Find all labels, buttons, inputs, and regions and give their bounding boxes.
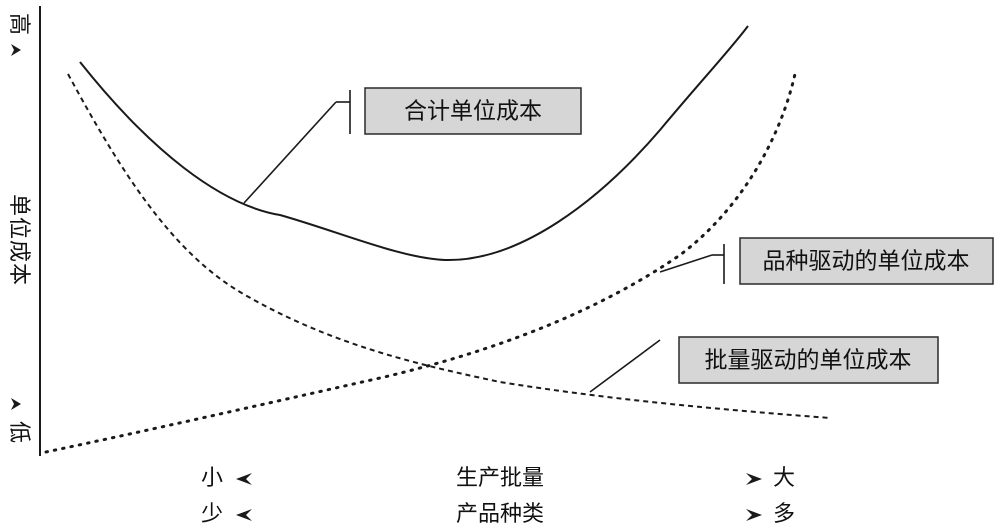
label-total-text: 合计单位成本 <box>404 99 542 125</box>
label-box-total: 合计单位成本 <box>364 87 582 135</box>
x-row1-left-arrow-icon <box>236 473 252 485</box>
label-variety-text: 品种驱动的单位成本 <box>763 249 970 275</box>
leader-variety <box>659 254 713 273</box>
curve-batch-cost <box>67 73 831 419</box>
x-row1-right: 大 <box>773 466 795 491</box>
x-row2-left: 少 <box>201 502 223 527</box>
x-row2-right-arrow-icon <box>746 509 762 521</box>
y-axis-up-arrow-icon <box>11 44 21 56</box>
x-row1-left: 小 <box>201 466 223 491</box>
x-row2-left-arrow-icon <box>236 509 252 521</box>
label-batch-text: 批量驱动的单位成本 <box>705 348 912 374</box>
x-row1-center: 生产批量 <box>456 466 544 491</box>
x-row2-right: 多 <box>773 502 795 527</box>
y-axis-down-arrow-icon <box>11 398 21 410</box>
y-axis-high-label: 高 <box>6 13 31 35</box>
y-axis-low-label: 低 <box>6 421 31 443</box>
curve-variety-cost <box>44 72 797 454</box>
label-box-variety: 品种驱动的单位成本 <box>739 237 994 285</box>
curve-total-cost <box>79 25 749 262</box>
label-box-batch: 批量驱动的单位成本 <box>678 336 939 384</box>
x-row1-right-arrow-icon <box>746 473 762 485</box>
leader-total <box>243 101 337 204</box>
y-axis-title: 单位成本 <box>6 194 31 286</box>
x-row2-center: 产品种类 <box>456 502 544 527</box>
leader-batch <box>589 339 661 393</box>
